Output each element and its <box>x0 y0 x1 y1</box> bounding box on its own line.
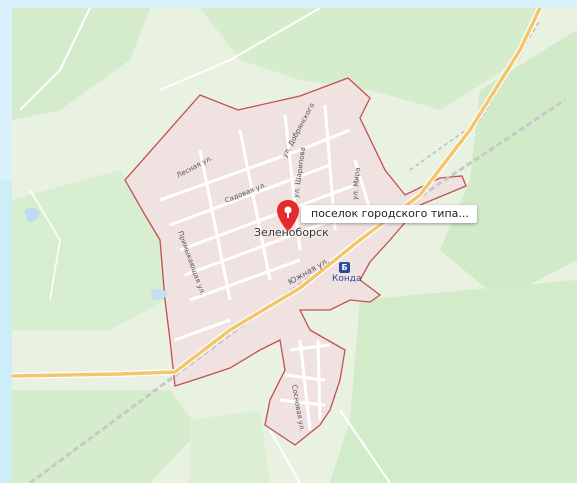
dirt-road <box>339 409 391 483</box>
dirt-road <box>19 8 91 111</box>
forest-area <box>12 8 150 120</box>
train-station-icon[interactable]: Б <box>339 262 350 273</box>
settlement-label: Зеленоборск <box>254 226 329 239</box>
railway-line <box>29 98 566 483</box>
station-label: Конда <box>332 274 362 284</box>
water-body <box>24 207 40 222</box>
dirt-road <box>159 8 321 91</box>
map-view[interactable]: Лесная ул. ул. Добрянского Садовая ул. у… <box>12 8 577 483</box>
map-pin-icon[interactable] <box>275 199 301 233</box>
forest-area <box>330 280 577 483</box>
main-road[interactable] <box>12 8 542 378</box>
dirt-road <box>29 189 61 301</box>
dirt-road <box>269 429 301 483</box>
street-label: ул. Мира <box>351 167 362 200</box>
forest-area <box>200 8 540 110</box>
forest-area <box>190 410 270 483</box>
location-popup[interactable]: поселок городского типа... <box>301 205 477 223</box>
side-panel-edge <box>0 180 12 483</box>
map-canvas[interactable]: Лесная ул. ул. Добрянского Садовая ул. у… <box>12 8 577 483</box>
water-body <box>150 288 168 301</box>
forest-area <box>440 30 577 300</box>
